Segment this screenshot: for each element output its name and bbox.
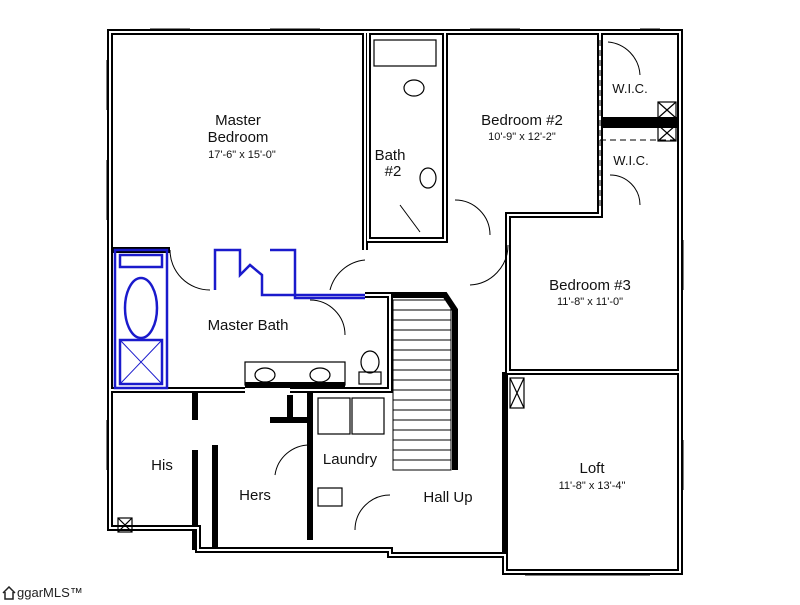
watermark-text: ggarMLS™ bbox=[17, 585, 83, 600]
room-label-bath2-2: #2 bbox=[385, 163, 402, 180]
doors bbox=[169, 40, 680, 540]
room-label-wic2: W.I.C. bbox=[613, 153, 648, 168]
room-label-hall-up: Hall Up bbox=[423, 489, 472, 506]
room-label-loft: Loft bbox=[579, 460, 605, 477]
room-label-master-bath: Master Bath bbox=[208, 317, 289, 334]
room-label-laundry: Laundry bbox=[323, 451, 378, 468]
highlighted-fixtures bbox=[113, 248, 365, 390]
room-label-his: His bbox=[151, 457, 173, 474]
room-label-bedroom3: Bedroom #3 bbox=[549, 277, 631, 294]
room-label-wic1: W.I.C. bbox=[612, 81, 647, 96]
room-label-master-bedroom: Master bbox=[215, 112, 261, 129]
room-label-bath2: Bath bbox=[375, 147, 406, 164]
fixtures bbox=[117, 39, 677, 533]
staircase bbox=[392, 299, 452, 471]
house-icon bbox=[2, 585, 16, 600]
room-dims-bedroom2: 10'-9" x 12'-2" bbox=[488, 131, 556, 143]
room-label-master-bedroom-2: Bedroom bbox=[208, 129, 269, 146]
room-dims-master-bedroom: 17'-6" x 15'-0" bbox=[208, 149, 276, 161]
room-dims-loft: 11'-8" x 13'-4" bbox=[559, 480, 626, 492]
room-label-bedroom2: Bedroom #2 bbox=[481, 112, 563, 129]
room-label-hers: Hers bbox=[239, 487, 271, 504]
watermark: ggarMLS™ bbox=[2, 585, 83, 600]
room-dims-bedroom3: 11'-8" x 11'-0" bbox=[557, 296, 623, 308]
